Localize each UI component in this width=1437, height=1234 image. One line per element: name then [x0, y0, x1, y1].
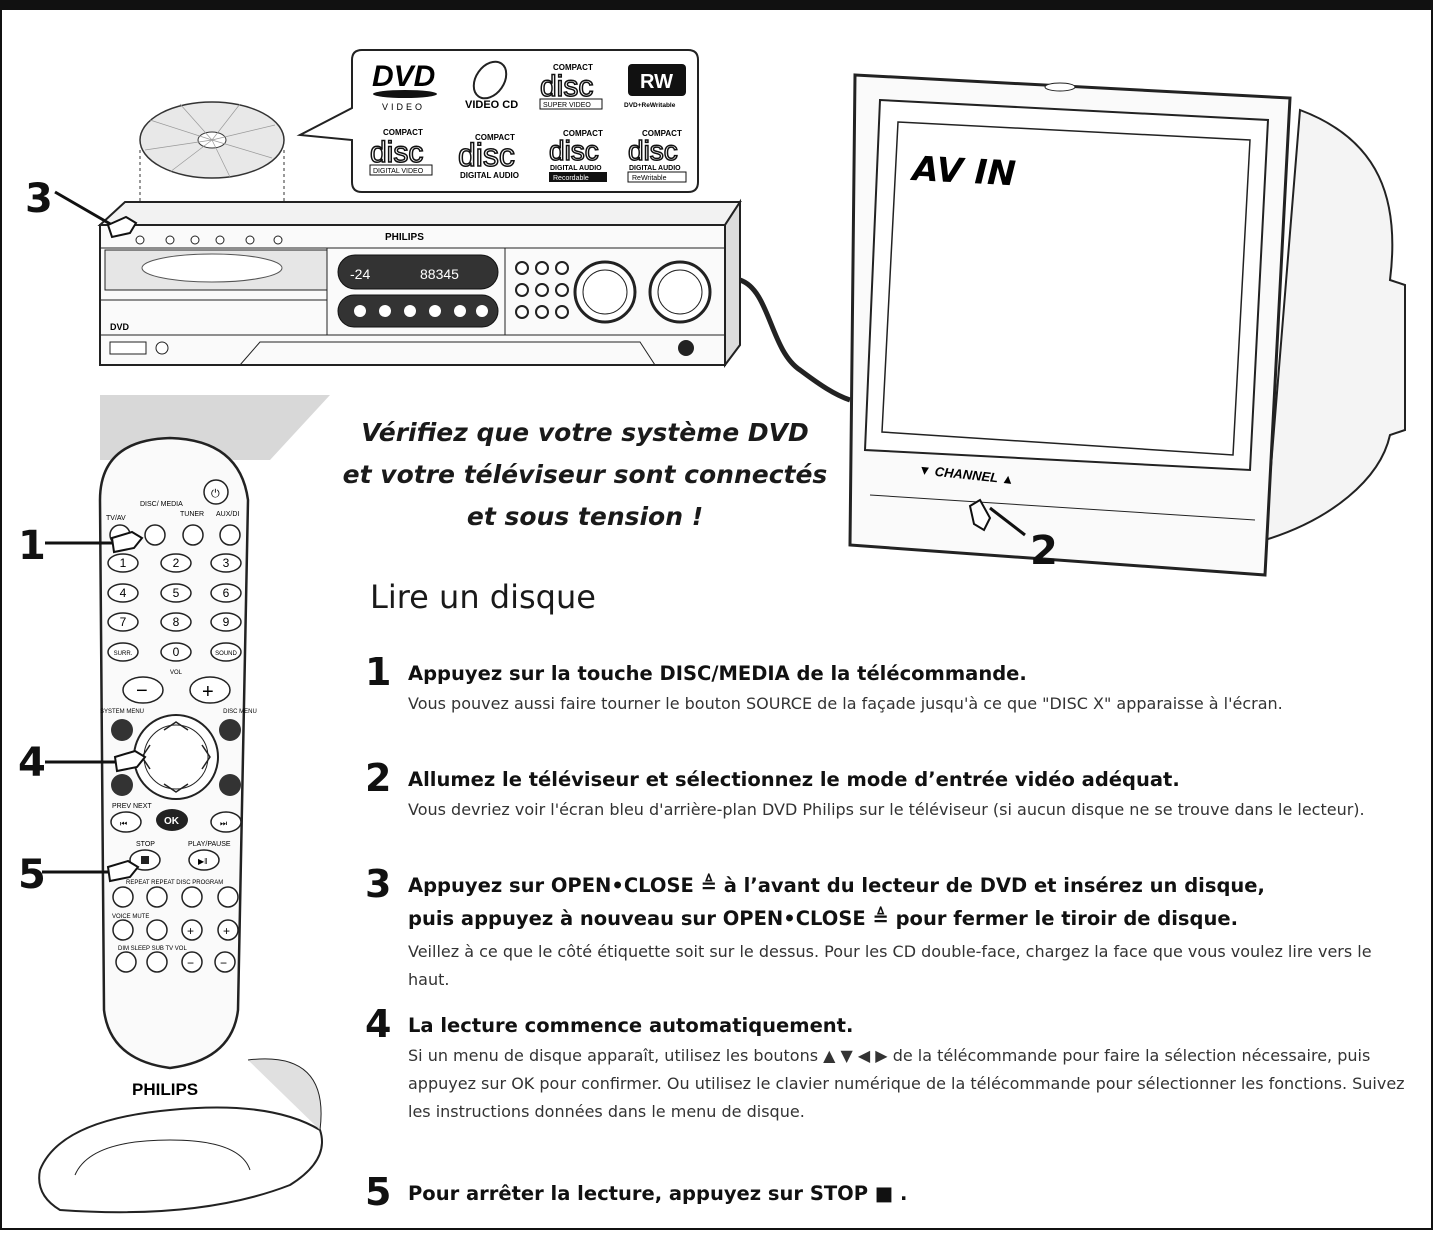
callout-2: 2	[1030, 528, 1058, 574]
svg-text:+: +	[202, 681, 214, 703]
svg-text:3: 3	[223, 556, 230, 570]
svg-text:disc: disc	[540, 70, 593, 103]
svg-text:DIGITAL AUDIO: DIGITAL AUDIO	[629, 165, 681, 172]
svg-text:▶‖: ▶‖	[198, 857, 207, 866]
svg-text:SUPER VIDEO: SUPER VIDEO	[543, 102, 591, 109]
svg-text:AUX/DI: AUX/DI	[216, 511, 239, 518]
svg-text:SYSTEM MENU: SYSTEM MENU	[100, 709, 144, 715]
svg-text:PLAY/PAUSE: PLAY/PAUSE	[188, 841, 231, 848]
svg-text:ReWritable: ReWritable	[632, 175, 667, 182]
svg-text:COMPACT: COMPACT	[563, 129, 603, 138]
svg-text:+: +	[223, 924, 230, 938]
dvd-video-logo: DVD VIDEO	[372, 60, 437, 112]
disc-logos-panel: DVD VIDEO VIDEO CD COMPACT disc SUPER VI…	[296, 49, 699, 193]
svg-text:−: −	[136, 680, 148, 702]
rw-logo: RW DVD+ReWritable	[624, 64, 686, 109]
svg-text:88345: 88345	[420, 266, 459, 282]
svg-text:DVD: DVD	[110, 322, 130, 332]
svg-text:COMPACT: COMPACT	[383, 128, 423, 137]
svg-text:COMPACT: COMPACT	[642, 129, 682, 138]
svg-text:DVD: DVD	[372, 60, 435, 93]
svg-text:RW: RW	[640, 71, 673, 93]
svg-text:8: 8	[173, 615, 180, 629]
super-video-cd-logo: COMPACT disc SUPER VIDEO	[539, 63, 603, 110]
svg-text:4: 4	[120, 586, 127, 600]
svg-text:VOICE MUTE: VOICE MUTE	[112, 914, 149, 920]
callout-3: 3	[25, 176, 53, 222]
svg-text:-24: -24	[350, 266, 370, 282]
svg-text:6: 6	[223, 586, 230, 600]
remote-control: ⏻ TV/AV DISC/ MEDIA TUNER AUX/DI 1 2 3 4 5 6…	[38, 436, 323, 1214]
svg-text:DISC MENU: DISC MENU	[223, 709, 257, 715]
svg-text:AV IN: AV IN	[909, 149, 1017, 195]
svg-text:−: −	[187, 956, 194, 970]
svg-text:disc: disc	[549, 135, 599, 166]
pointer-lines	[42, 190, 1026, 874]
video-cd-logo: VIDEO CD	[465, 60, 518, 111]
svg-text:Recordable: Recordable	[553, 175, 589, 182]
svg-text:VOL: VOL	[170, 670, 183, 676]
svg-text:9: 9	[223, 615, 230, 629]
cd-rewritable-logo: COMPACT disc DIGITAL AUDIO ReWritable	[627, 129, 687, 183]
svg-text:REPEAT REPEAT DISC PROGRAM: REPEAT REPEAT DISC PROGRAM	[126, 880, 223, 886]
svg-text:1: 1	[120, 556, 127, 570]
svg-text:SOUND: SOUND	[215, 651, 237, 657]
svg-text:TV/AV: TV/AV	[106, 515, 126, 522]
cd-digital-video-logo: COMPACT disc DIGITAL VIDEO	[369, 128, 433, 176]
svg-text:disc: disc	[370, 136, 423, 169]
svg-text:DIGITAL AUDIO: DIGITAL AUDIO	[460, 171, 519, 180]
svg-text:−: −	[220, 956, 227, 970]
svg-text:DIGITAL VIDEO: DIGITAL VIDEO	[373, 168, 424, 175]
svg-text:2: 2	[173, 556, 180, 570]
svg-text:SURR.: SURR.	[114, 651, 133, 657]
television: AV IN ▼ CHANNEL ▲	[848, 73, 1406, 577]
svg-text:COMPACT: COMPACT	[553, 63, 593, 72]
svg-text:DVD+ReWritable: DVD+ReWritable	[624, 102, 676, 109]
svg-text:VIDEO: VIDEO	[382, 102, 425, 112]
svg-text:OK: OK	[164, 816, 180, 827]
svg-text:0: 0	[173, 645, 180, 659]
svg-text:DISC/ MEDIA: DISC/ MEDIA	[140, 501, 183, 508]
callout-4: 4	[18, 740, 46, 786]
svg-text:DIGITAL AUDIO: DIGITAL AUDIO	[550, 165, 602, 172]
svg-text:TUNER: TUNER	[180, 511, 204, 518]
svg-text:⏮: ⏮	[120, 819, 127, 828]
svg-text:PHILIPS: PHILIPS	[132, 1080, 198, 1099]
section-heading: Lire un disque	[370, 578, 596, 616]
cd-digital-audio-logo: COMPACT disc DIGITAL AUDIO	[457, 133, 519, 180]
callout-1: 1	[18, 523, 46, 569]
callout-5: 5	[18, 852, 46, 898]
svg-text:STOP: STOP	[136, 841, 155, 848]
svg-text:PHILIPS: PHILIPS	[385, 232, 424, 243]
svg-text:+: +	[187, 924, 194, 938]
svg-text:disc: disc	[458, 137, 515, 173]
svg-text:VIDEO CD: VIDEO CD	[465, 99, 518, 111]
dvd-system-unit: PHILIPS -24 88345 DVD	[97, 198, 851, 403]
svg-text:5: 5	[173, 586, 180, 600]
svg-text:PREV NEXT: PREV NEXT	[112, 803, 152, 810]
svg-text:7: 7	[120, 615, 127, 629]
connection-reminder: Vérifiez que votre système DVD et votre …	[342, 418, 828, 531]
hand-pointer-icons	[106, 215, 992, 883]
svg-text:disc: disc	[628, 135, 678, 166]
disc-illustration	[139, 101, 285, 240]
svg-text:⏻: ⏻	[211, 488, 220, 500]
cd-recordable-logo: COMPACT disc DIGITAL AUDIO Recordable	[548, 129, 607, 182]
svg-text:⏭: ⏭	[220, 819, 227, 828]
svg-text:DIM SLEEP SUB TV VOL: DIM SLEEP SUB TV VOL	[118, 946, 187, 952]
svg-text:COMPACT: COMPACT	[475, 133, 515, 142]
